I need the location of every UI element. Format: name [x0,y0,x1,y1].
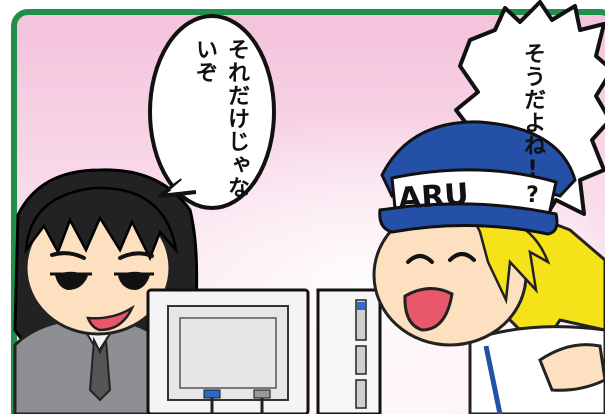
left-bubble-shape [148,14,276,210]
panel-frame [11,9,605,418]
smirking-mouth [86,304,135,332]
smiling-mouth [403,287,454,332]
collar-stripe [483,345,503,415]
gray-port [253,389,271,399]
right-closed-eye [448,252,476,262]
tower-body [316,288,382,416]
computer-tower [316,288,382,416]
tower-slot-2 [355,345,367,375]
left-eyebrow [50,251,86,260]
right-eyebrow [118,251,154,260]
cap-wearing-character [372,120,605,416]
monitor-vent [179,317,277,389]
left-closed-eye [406,254,434,264]
right-eye [118,271,150,290]
cap-visor [378,202,559,236]
monitor-screen-back [167,305,289,401]
necktie [88,336,112,402]
tower-led [357,302,365,310]
left-bubble-text: それだけじゃないぞ [192,38,249,199]
blue-port [203,389,221,399]
left-bubble-tail-cover [170,178,196,190]
raised-hand [538,343,605,392]
left-eye [55,271,88,290]
left-speech-bubble [148,14,276,210]
right-bubble-text: そうだよね!? [520,42,545,209]
computer-monitor [146,288,310,416]
tower-slot-1 [355,299,367,341]
character-bangs [24,186,178,262]
tower-slot-3 [355,379,367,409]
